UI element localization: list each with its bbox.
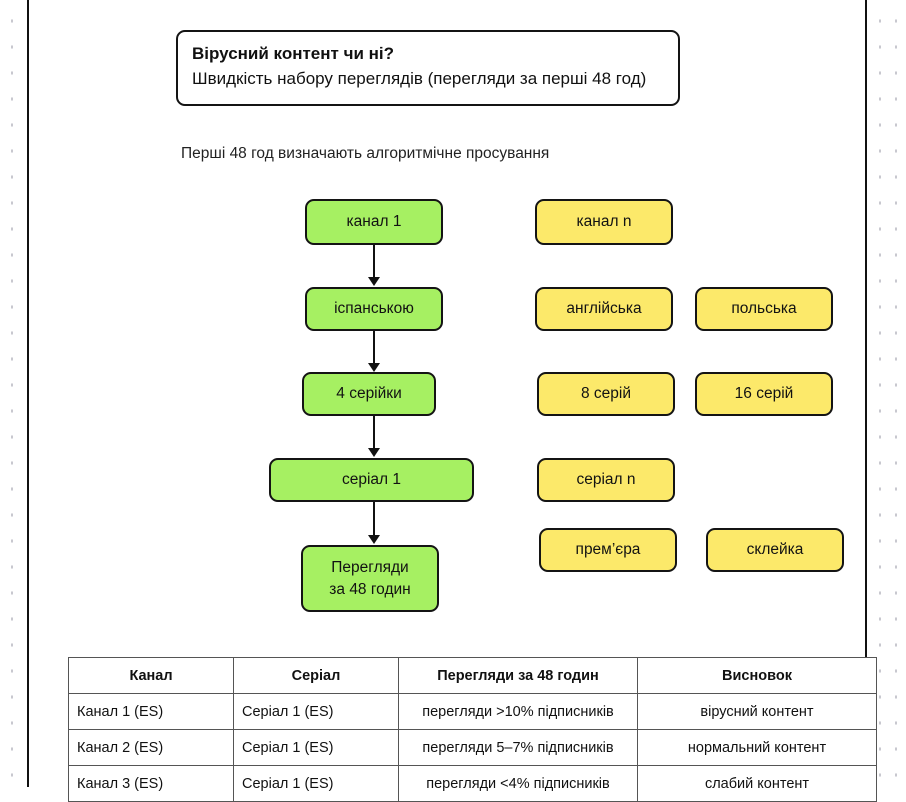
table-row[interactable]: Канал 2 (ES) Серіал 1 (ES) перегляди 5–7… <box>68 729 877 766</box>
arrow-series-to-views <box>367 502 381 545</box>
arrow-channel-to-language <box>367 245 381 287</box>
cell-views: перегляди <4% підписників <box>398 765 638 802</box>
table-row[interactable]: Канал 1 (ES) Серіал 1 (ES) перегляди >10… <box>68 693 877 730</box>
arrow-episodes-to-series <box>367 416 381 458</box>
flow-node-episodes-primary[interactable]: 4 серійки <box>302 372 436 416</box>
flow-node-views-alt-2[interactable]: склейка <box>706 528 844 572</box>
cell-series: Серіал 1 (ES) <box>233 765 399 802</box>
page-title: Вірусний контент чи ні? <box>192 44 394 63</box>
left-page-rule <box>27 0 29 787</box>
flow-node-channel-primary[interactable]: канал 1 <box>305 199 443 245</box>
cell-verdict: вірусний контент <box>637 693 877 730</box>
cell-series: Серіал 1 (ES) <box>233 693 399 730</box>
results-table: Канал Серіал Перегляди за 48 годин Висно… <box>68 657 877 802</box>
right-page-rule <box>865 0 867 787</box>
cell-channel: Канал 1 (ES) <box>68 693 234 730</box>
flow-node-language-alt-2[interactable]: польська <box>695 287 833 331</box>
cell-verdict: слабий контент <box>637 765 877 802</box>
flow-node-series-alt-1[interactable]: серіал n <box>537 458 675 502</box>
column-header-views: Перегляди за 48 годин <box>398 657 638 694</box>
column-header-series: Серіал <box>233 657 399 694</box>
flow-node-episodes-alt-1[interactable]: 8 серій <box>537 372 675 416</box>
right-margin-dot-pattern <box>868 0 906 787</box>
flow-node-language-alt-1[interactable]: англійська <box>535 287 673 331</box>
cell-verdict: нормальний контент <box>637 729 877 766</box>
column-header-channel: Канал <box>68 657 234 694</box>
flow-node-views-primary[interactable]: Перегляди за 48 годин <box>301 545 439 612</box>
arrow-language-to-episodes <box>367 331 381 373</box>
flow-node-episodes-alt-2[interactable]: 16 серій <box>695 372 833 416</box>
page-surface: Вірусний контент чи ні? Швидкість набору… <box>29 0 877 802</box>
title-callout: Вірусний контент чи ні? Швидкість набору… <box>176 30 680 106</box>
table-header-row: Канал Серіал Перегляди за 48 годин Висно… <box>68 657 877 694</box>
cell-views: перегляди >10% підписників <box>398 693 638 730</box>
cell-views: перегляди 5–7% підписників <box>398 729 638 766</box>
cell-channel: Канал 2 (ES) <box>68 729 234 766</box>
flow-node-language-primary[interactable]: іспанською <box>305 287 443 331</box>
table-row[interactable]: Канал 3 (ES) Серіал 1 (ES) перегляди <4%… <box>68 765 877 802</box>
flow-node-views-alt-1[interactable]: прем’єра <box>539 528 677 572</box>
cell-channel: Канал 3 (ES) <box>68 765 234 802</box>
left-margin-dot-pattern <box>0 0 28 787</box>
flow-caption: Перші 48 год визначають алгоритмічне про… <box>181 145 550 162</box>
flow-node-channel-alt-1[interactable]: канал n <box>535 199 673 245</box>
page-subtitle: Швидкість набору переглядів (перегляди з… <box>192 69 647 88</box>
column-header-verdict: Висновок <box>637 657 877 694</box>
cell-series: Серіал 1 (ES) <box>233 729 399 766</box>
flow-node-series-primary[interactable]: серіал 1 <box>269 458 474 502</box>
